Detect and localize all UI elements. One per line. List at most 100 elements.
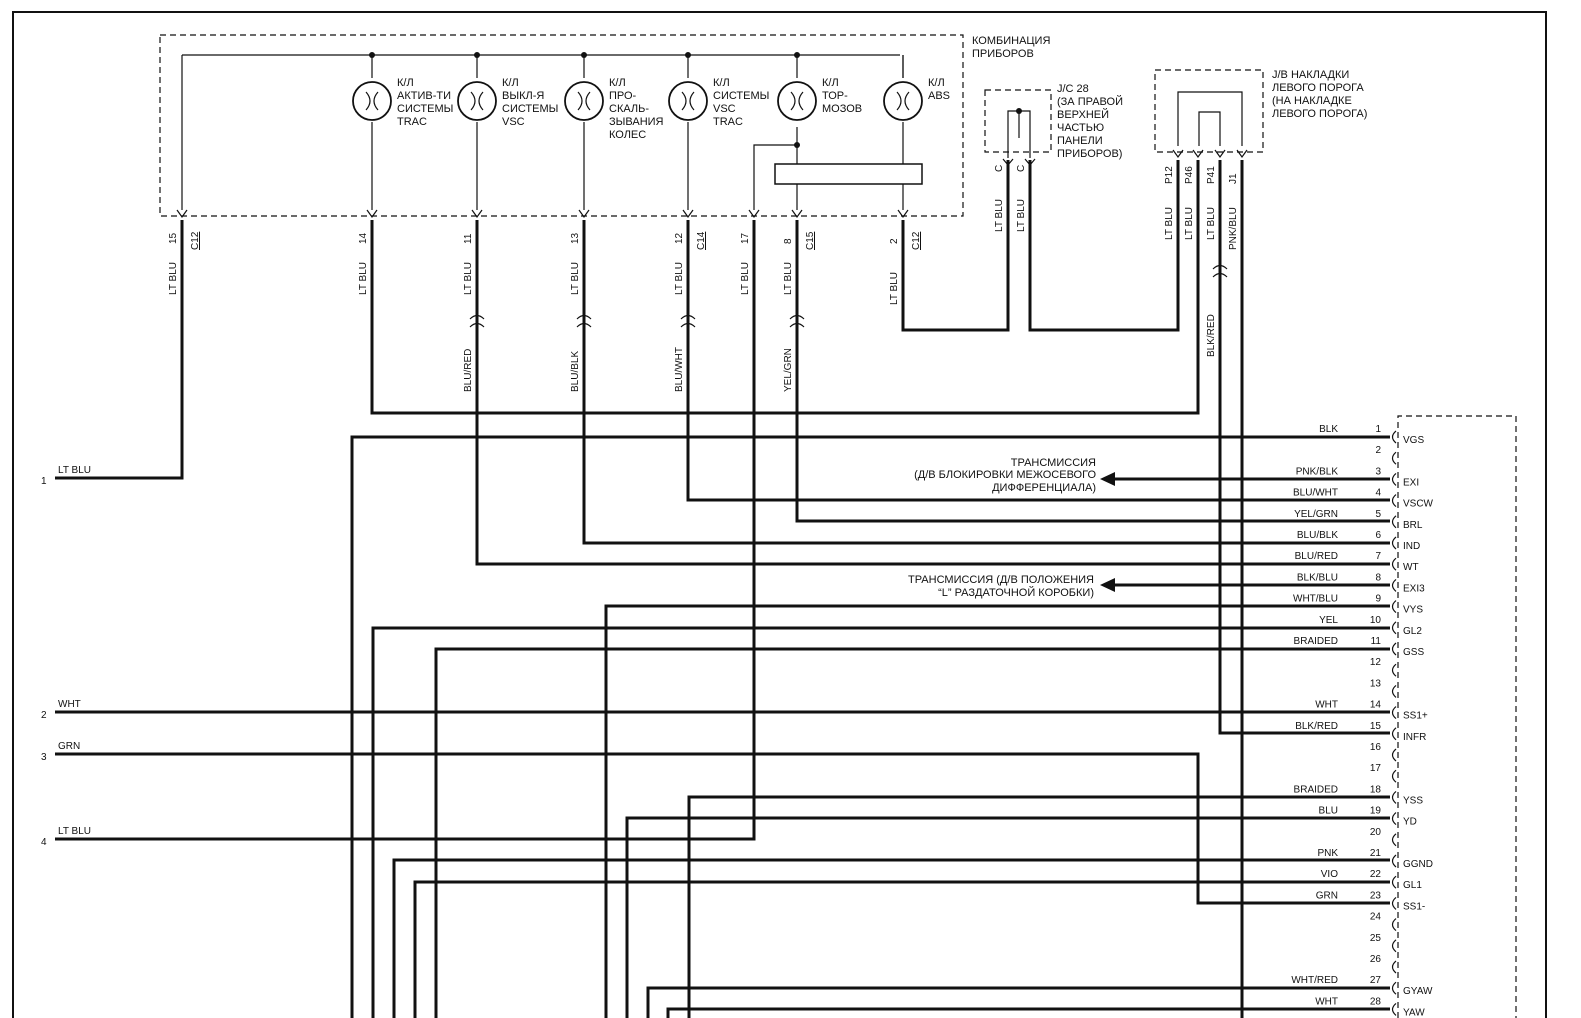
- lamp-label: СКАЛЬ-: [609, 103, 649, 115]
- wire-ecu28: [666, 1007, 1390, 1018]
- inline-connector-icon: [680, 314, 696, 328]
- lamp-label: К/Л: [928, 77, 945, 89]
- lamp-label: TRAC: [713, 116, 743, 128]
- ecu-pin-socket-icon: [1391, 812, 1397, 826]
- ecu-pin-socket-icon: [1391, 939, 1397, 953]
- diagram-frame: [12, 11, 1547, 1018]
- lamp-label: СИСТЕМЫ: [713, 90, 769, 102]
- ecu-pin-number: 10: [1370, 615, 1382, 626]
- connector-pin-number: 13: [570, 232, 581, 244]
- wire-pin15-to-terminal1: [55, 220, 184, 480]
- connector-chevron-icon: [366, 209, 378, 219]
- connector-pin-number: 2: [889, 238, 900, 244]
- jc28-label: ЧАСТЬЮ: [1057, 122, 1104, 134]
- lamp-label: ЗЫВАНИЯ: [609, 116, 664, 128]
- ecu-pin-number: 17: [1370, 763, 1382, 774]
- wire-pin17-to-terminal4: [55, 220, 756, 841]
- jb-pin-chevron-icon: [1236, 149, 1248, 159]
- ecu-pin-name: GL2: [1403, 626, 1422, 637]
- ecu-pin-socket-icon: [1391, 727, 1397, 741]
- ecu-wire-color: WHT/BLU: [1293, 594, 1338, 605]
- jb-pin-chevron-icon: [1192, 149, 1204, 159]
- connector-id: C14: [696, 231, 707, 250]
- ecu-pin-name: YAW: [1403, 1007, 1425, 1018]
- ecu-pin-number: 25: [1370, 933, 1382, 944]
- indicator-lamp-icon: [777, 81, 817, 121]
- ecu-pin-socket-icon: [1391, 748, 1397, 762]
- jb-label: ЛЕВОГО ПОРОГА: [1272, 82, 1364, 94]
- jb-wire-color-label: LT BLU: [1206, 207, 1217, 240]
- wire-ecu18: [687, 795, 1390, 1018]
- wire-pin2-to-jc28: [901, 160, 1010, 332]
- lamp-filament: [470, 91, 484, 111]
- ecu-pin-number: 22: [1370, 869, 1382, 880]
- lamp-label: К/Л: [713, 77, 730, 89]
- ecu-pin-name: YD: [1403, 817, 1417, 828]
- ecu-pin-name: BRL: [1403, 520, 1423, 531]
- connector-chevron-icon: [748, 209, 760, 219]
- indicator-lamp-icon: [564, 81, 604, 121]
- jb-wire-color-label: PNK/BLU: [1228, 207, 1239, 250]
- ecu-wire-color: GRN: [1316, 890, 1338, 901]
- ecu-pin-name: EXI3: [1403, 583, 1425, 594]
- wire-color-label: LT BLU: [570, 262, 581, 295]
- ecu-pin-socket-icon: [1391, 621, 1397, 635]
- ecu-wire-color: PNK: [1317, 848, 1338, 859]
- ecu-pin-socket-icon: [1391, 578, 1397, 592]
- jb-pin-label: P12: [1164, 166, 1175, 184]
- lamp-filament: [365, 91, 379, 111]
- jb-bus-inner: [1198, 111, 1221, 146]
- ecu-pin-name: SS1+: [1403, 711, 1428, 722]
- lamp-label: ABS: [928, 90, 950, 102]
- junction-connector-28: J/C 28(ЗА ПРАВОЙВЕРХНЕЙЧАСТЬЮПАНЕЛИПРИБО…: [984, 83, 1123, 172]
- wires: [55, 160, 1390, 1018]
- connector-chevron-icon: [578, 209, 590, 219]
- wire-pin14-bus413: [370, 160, 1200, 415]
- ecu-wire-color: WHT/RED: [1291, 975, 1338, 986]
- ecu-wire-color: WHT: [1315, 700, 1338, 711]
- lamp-filament: [896, 91, 910, 111]
- ecu-pin-name: SS1-: [1403, 901, 1425, 912]
- lamp-label: TRAC: [397, 116, 427, 128]
- ecu-pin-socket-icon: [1391, 557, 1397, 571]
- connector-pin-number: 17: [740, 232, 751, 244]
- lamp-label: АКТИВ-ТИ: [397, 90, 451, 102]
- ecu-pin-name: VGS: [1403, 435, 1424, 446]
- jc28-link: [1007, 110, 1031, 158]
- cluster-boundary: [159, 34, 964, 217]
- lamp-label: К/Л: [502, 77, 519, 89]
- ecu-pin-socket-icon: [1391, 875, 1397, 889]
- jb-pin-label: J1: [1228, 173, 1239, 184]
- ecu-pin-number: 26: [1370, 954, 1382, 965]
- wire-pin11-to-ecu7: [475, 220, 1390, 566]
- ecu-pin-name: VSCW: [1403, 499, 1434, 510]
- wire-pin8-to-ecu5: [795, 220, 1390, 523]
- wire-pin12-to-ecu4: [686, 220, 1390, 502]
- ecu-pin-name: EXI: [1403, 477, 1419, 488]
- terminal-number: 4: [41, 837, 47, 848]
- lamp-label: К/Л: [822, 77, 839, 89]
- connector-chevron-icon: [897, 209, 909, 219]
- connector-chevron-icon: [791, 209, 803, 219]
- ecu-pin-name: GSS: [1403, 647, 1424, 658]
- dest1-line2: (Д/В БЛОКИРОВКИ МЕЖОСЕВОГО: [914, 469, 1096, 481]
- ecu-pin-number: 9: [1375, 594, 1381, 605]
- ecu-pin-socket-icon: [1391, 854, 1397, 868]
- connector-pin-number: 14: [358, 232, 369, 244]
- wire-ecu10: [371, 626, 1390, 1018]
- wire-color-label: LT BLU: [889, 272, 900, 305]
- ecu-wire-color: YEL/GRN: [1294, 509, 1338, 520]
- destination-notes: ТРАНСМИССИЯ (Д/В БЛОКИРОВКИ МЕЖОСЕВОГО Д…: [908, 457, 1096, 599]
- ecu-pin-number: 11: [1371, 636, 1382, 647]
- wire-color-label: LT BLU: [994, 199, 1005, 232]
- ecu-pin-number: 23: [1370, 890, 1382, 901]
- ecu-pin-number: 19: [1370, 806, 1382, 817]
- ecu-pin-number: 6: [1375, 530, 1381, 541]
- dest2-line2: “L” РАЗДАТОЧНОЙ КОРОБКИ): [938, 586, 1094, 599]
- ecu-pin-number: 1: [1375, 424, 1381, 435]
- ecu-pin-number: 5: [1375, 509, 1381, 520]
- ecu-pin-name: INFR: [1403, 732, 1426, 743]
